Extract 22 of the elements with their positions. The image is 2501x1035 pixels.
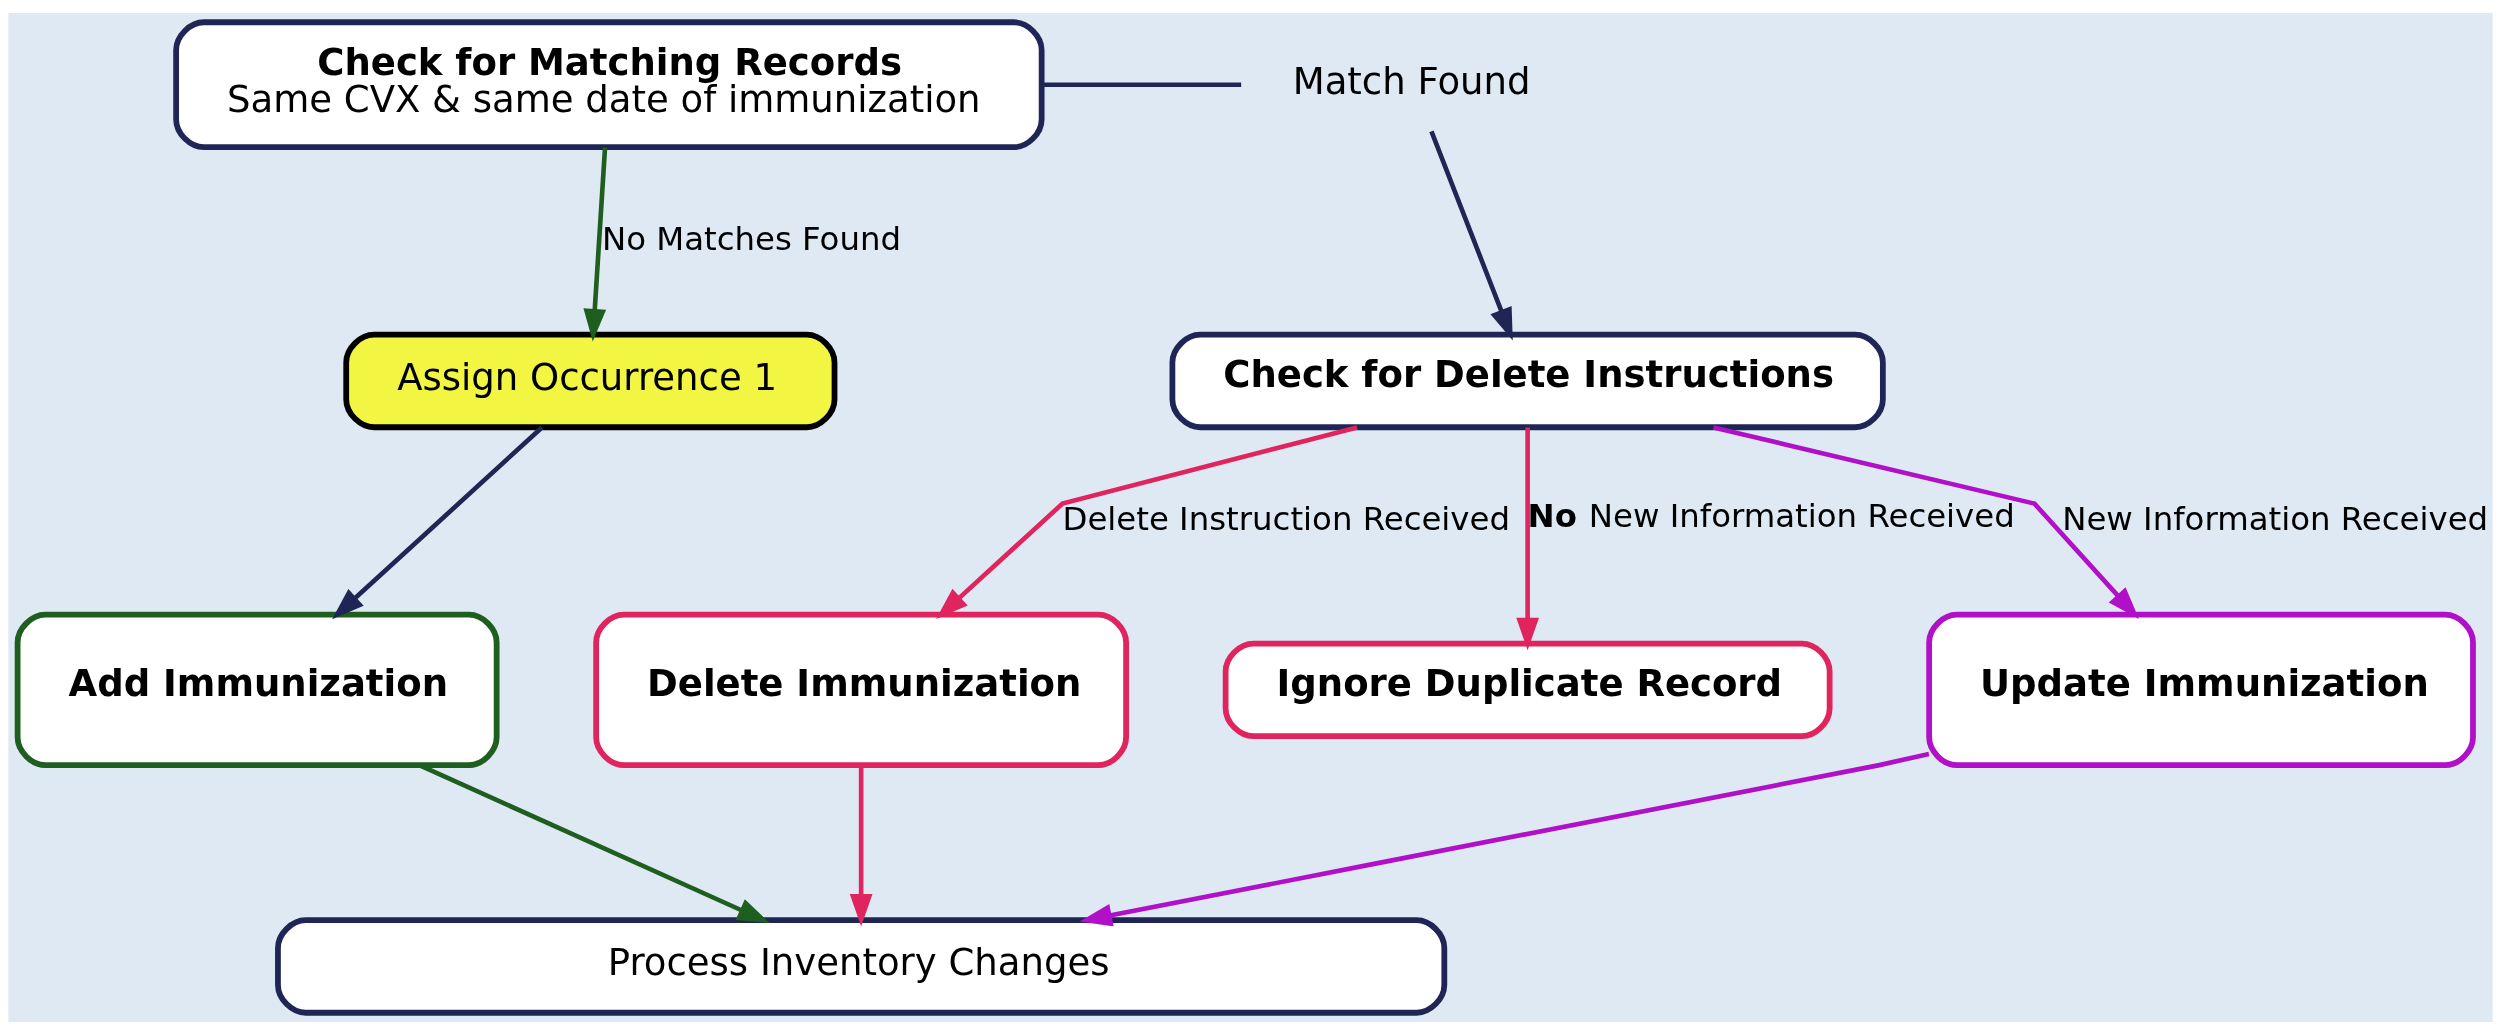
node-box: Check for Matching Records Same CVX & same date of immunization — [173, 19, 1045, 151]
edge-label: Delete Instruction Received — [1062, 499, 1510, 538]
node-box: Assign Occurrence 1 — [343, 331, 838, 431]
node-box: Ignore Duplicate Record — [1222, 640, 1833, 740]
arrow — [849, 765, 873, 927]
node-box: Delete Immunization — [593, 611, 1129, 768]
node-box: Update Immunization — [1926, 611, 2476, 768]
connector — [1042, 82, 1242, 88]
node-box: Add Immunization — [14, 611, 500, 768]
arrow — [936, 425, 1358, 620]
edge-label: No New Information Received — [1527, 497, 2015, 536]
arrow — [1516, 427, 1539, 651]
arrow — [1079, 751, 1930, 927]
node-box: Check for Delete Instructions — [1169, 331, 1886, 431]
arrow — [1712, 425, 2139, 619]
arrow — [1429, 130, 1513, 341]
node-box: Process Inventory Changes — [275, 917, 1448, 1016]
edge-label: No Matches Found — [601, 219, 901, 258]
arrow — [332, 425, 544, 620]
edge-label: New Information Received — [2062, 499, 2489, 538]
arrow — [583, 147, 608, 342]
node-text: Match Found — [1292, 59, 1531, 103]
